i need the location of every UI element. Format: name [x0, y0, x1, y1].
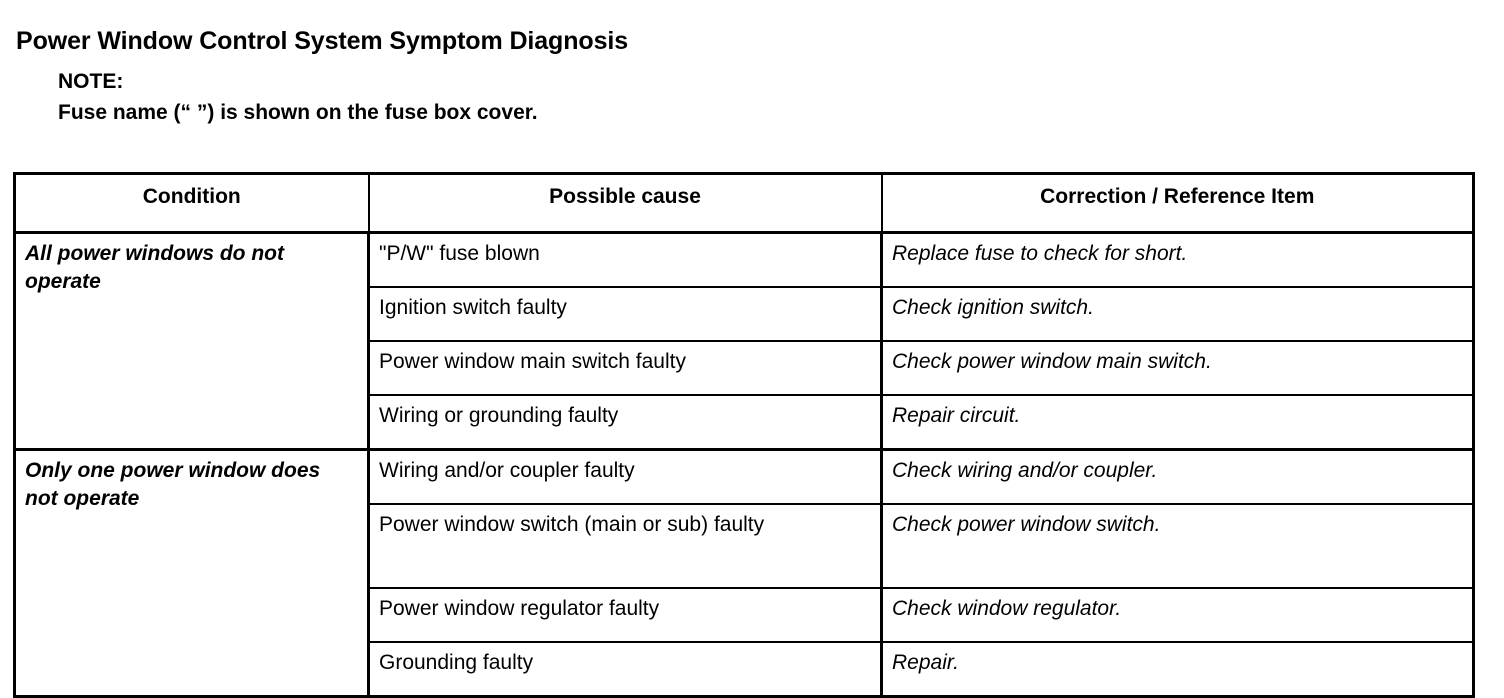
- correction-cell: Check window regulator.: [880, 587, 1475, 643]
- cause-cell: "P/W" fuse blown: [367, 231, 883, 288]
- cause-cell: Wiring and/or coupler faulty: [367, 448, 883, 505]
- cause-cell: Power window main switch faulty: [367, 340, 883, 396]
- condition-cell: All power windows do not operate: [13, 231, 370, 451]
- table-row: Power window main switch faulty Check po…: [15, 340, 1475, 396]
- correction-cell: Replace fuse to check for short.: [880, 231, 1475, 288]
- table-row: Power window regulator faulty Check wind…: [15, 587, 1475, 643]
- cause-cell: Ignition switch faulty: [367, 286, 883, 342]
- correction-cell: Check wiring and/or coupler.: [880, 448, 1475, 505]
- cause-cell: Grounding faulty: [367, 641, 883, 698]
- column-header-possible-cause: Possible cause: [367, 172, 883, 234]
- cause-cell: Wiring or grounding faulty: [367, 394, 883, 451]
- table-row: All power windows do not operate "P/W" f…: [13, 231, 1475, 451]
- column-header-correction: Correction / Reference Item: [880, 172, 1475, 234]
- cause-cell: Power window switch (main or sub) faulty: [367, 503, 883, 589]
- table-header-row: Condition Possible cause Correction / Re…: [13, 172, 1475, 234]
- cause-cell: Power window regulator faulty: [367, 587, 883, 643]
- table-row: Wiring or grounding faulty Repair circui…: [15, 394, 1475, 451]
- symptom-diagnosis-table: Condition Possible cause Correction / Re…: [13, 172, 1475, 698]
- document-page: Power Window Control System Symptom Diag…: [13, 26, 1475, 698]
- column-header-condition: Condition: [13, 172, 370, 234]
- note-text: Fuse name (“ ”) is shown on the fuse box…: [58, 101, 538, 124]
- note-block: NOTE: Fuse name (“ ”) is shown on the fu…: [58, 66, 538, 128]
- page-title: Power Window Control System Symptom Diag…: [16, 26, 629, 55]
- condition-cell: Only one power window does not operate: [13, 448, 370, 698]
- table-row: Power window switch (main or sub) faulty…: [15, 503, 1475, 589]
- note-label: NOTE:: [58, 70, 124, 93]
- correction-cell: Check ignition switch.: [880, 286, 1475, 342]
- correction-cell: Check power window main switch.: [880, 340, 1475, 396]
- table-row: Ignition switch faulty Check ignition sw…: [15, 286, 1475, 342]
- correction-cell: Repair circuit.: [880, 394, 1475, 451]
- correction-cell: Check power window switch.: [880, 503, 1475, 589]
- table-row: Only one power window does not operate W…: [13, 448, 1475, 698]
- correction-cell: Repair.: [880, 641, 1475, 698]
